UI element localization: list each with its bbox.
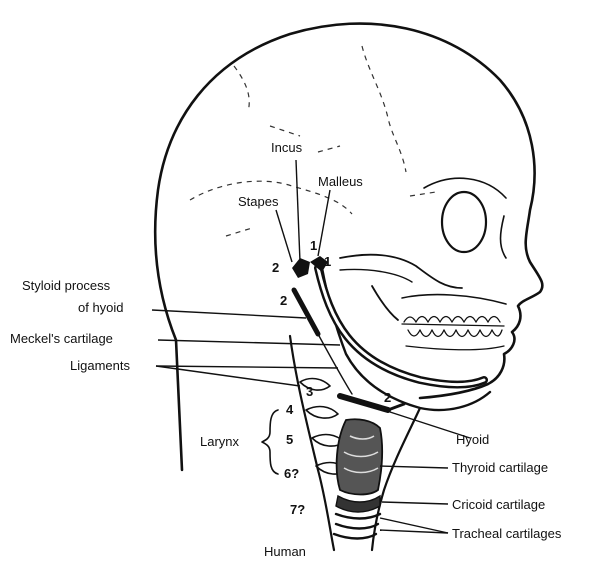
leader-thyroid	[380, 466, 448, 468]
leader-styloid	[152, 310, 306, 318]
lambdoid-suture	[234, 66, 249, 112]
hyoid-bone	[340, 396, 388, 410]
leader-malleus	[318, 190, 330, 256]
leader-incus	[296, 160, 300, 262]
larynx-bracket	[262, 410, 278, 474]
num-arch-4: 4	[286, 402, 294, 417]
num-arch-6: 6?	[284, 466, 299, 481]
nasal-line	[501, 216, 507, 258]
num-malleus-1: 1	[310, 238, 317, 253]
num-hyoid-2: 2	[384, 390, 391, 405]
num-stapes-2: 2	[272, 260, 279, 275]
leader-cricoid	[382, 502, 448, 504]
label-larynx: Larynx	[200, 434, 240, 449]
label-stapes: Stapes	[238, 194, 279, 209]
orbit	[442, 192, 486, 252]
leader-stapes	[276, 210, 292, 262]
styloid-process	[294, 290, 318, 334]
label-meckels: Meckel's cartilage	[10, 331, 113, 346]
brow-line	[424, 178, 506, 198]
num-incus-1: 1	[324, 254, 331, 269]
skull-outline	[155, 24, 542, 470]
num-styloid-2: 2	[280, 293, 287, 308]
label-styloid-line1: Styloid process	[22, 278, 111, 293]
label-thyroid: Thyroid cartilage	[452, 460, 548, 475]
stylohyoid-ligament	[318, 334, 352, 394]
label-incus: Incus	[271, 140, 303, 155]
leader-ligaments-b	[156, 366, 338, 368]
label-hyoid: Hyoid	[456, 432, 489, 447]
larynx-stack	[334, 419, 382, 538]
num-arch-3: 3	[306, 384, 313, 399]
num-arch-7: 7?	[290, 502, 305, 517]
label-malleus: Malleus	[318, 174, 363, 189]
maxilla	[402, 295, 506, 304]
label-styloid-line2: of hyoid	[78, 300, 124, 315]
num-arch-5: 5	[286, 432, 293, 447]
zygomatic-arch	[340, 255, 462, 288]
upper-teeth	[402, 317, 504, 327]
lower-teeth	[406, 330, 504, 350]
meckels-cartilage-band	[318, 268, 484, 385]
leader-meckels	[158, 340, 340, 345]
zygomatic-lower	[340, 270, 412, 283]
label-tracheal: Tracheal cartilages	[452, 526, 562, 541]
label-cricoid: Cricoid cartilage	[452, 497, 545, 512]
label-ligaments: Ligaments	[70, 358, 130, 373]
coronal-suture	[362, 46, 406, 172]
coronoid-process	[372, 286, 398, 320]
caption-human: Human	[264, 544, 306, 559]
